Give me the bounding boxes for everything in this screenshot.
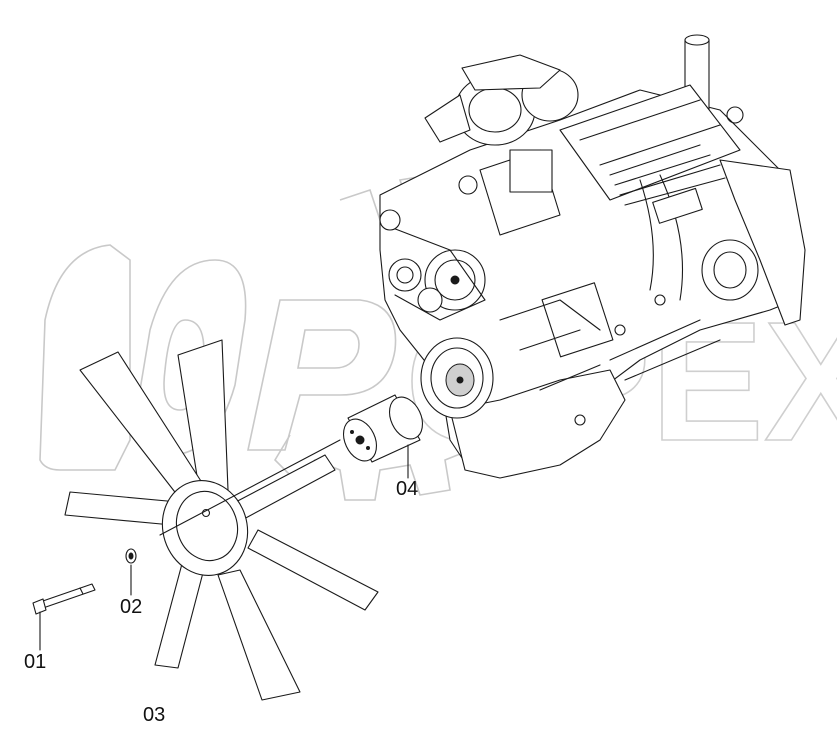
engine-block [379,34,806,479]
callout-03: 03 [143,704,166,726]
callout-01: 01 [24,651,47,673]
bolt-part [32,583,96,651]
fan-assembly [64,339,379,701]
callout-02: 02 [120,596,143,618]
fan-hub-inner-ring [175,490,239,562]
fan-blade-bottom [217,569,301,701]
callout-04: 04 [396,478,419,500]
fan-blade-right [229,454,336,521]
washer-part [125,548,137,596]
fan-blade-left [64,491,179,526]
fan-blade-lower-right [247,529,379,611]
spacer-part [342,394,424,479]
assembly-axis-line [159,439,341,536]
fan-hub-ring [161,479,249,577]
fan-blade-lower-left [154,559,206,669]
